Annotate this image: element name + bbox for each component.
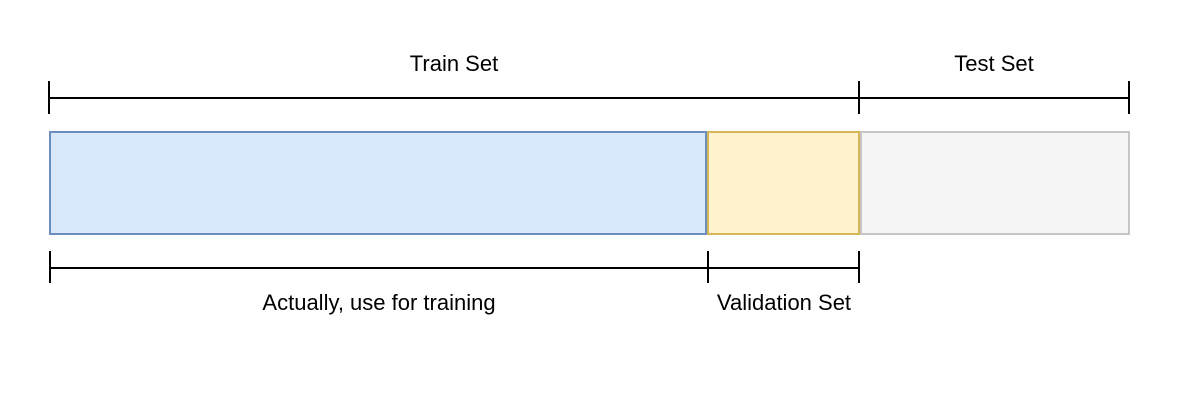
bottom-bracket-tick-middle [707, 251, 709, 283]
train-portion-rect [49, 131, 707, 235]
bottom-bracket-tick-left [49, 251, 51, 283]
test-portion-rect [860, 131, 1130, 235]
top-bracket-tick-left [48, 81, 50, 114]
actually-use-for-training-label: Actually, use for training [262, 290, 496, 315]
validation-set-label: Validation Set [716, 290, 852, 315]
bottom-bracket-tick-right [858, 251, 860, 283]
validation-portion-rect [707, 131, 860, 235]
test-set-label: Test Set [954, 51, 1034, 76]
top-bracket-tick-middle [858, 81, 860, 114]
train-set-label: Train Set [409, 51, 499, 76]
top-bracket-line [49, 97, 1130, 99]
bottom-bracket-line [50, 267, 860, 269]
top-bracket-tick-right [1128, 81, 1130, 114]
